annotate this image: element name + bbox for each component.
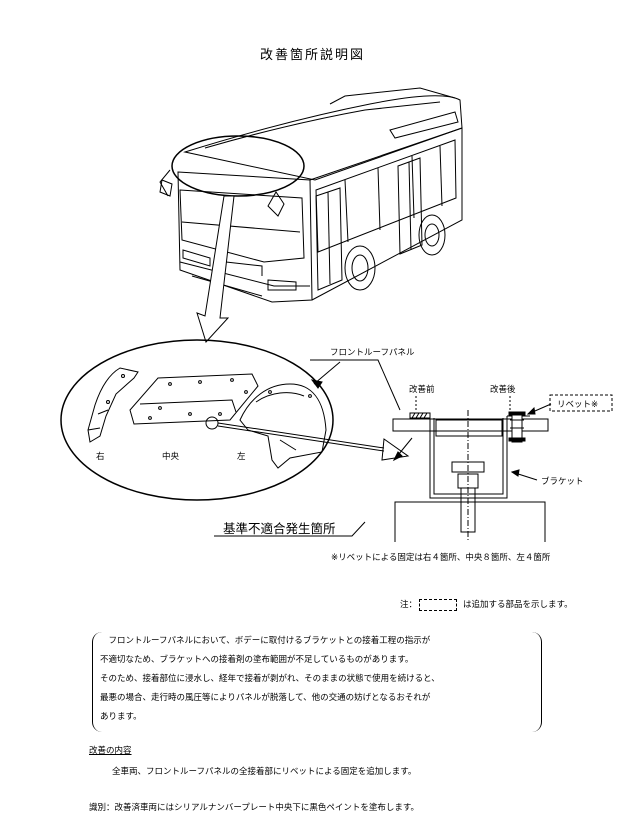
legend-note: 注： は追加する部品を示します。: [400, 598, 573, 611]
center-label: 中央: [162, 452, 180, 462]
bracket-label: ブラケット: [541, 477, 584, 487]
front-roof-panel-label: フロントルーフパネル: [330, 348, 415, 358]
description-line: あります。: [100, 712, 142, 722]
rivet-label: リベット※: [557, 400, 599, 410]
after-label: 改善後: [490, 385, 516, 395]
legend-suffix: は追加する部品を示します。: [463, 600, 573, 610]
panel-leader-line: [310, 359, 401, 411]
right-label: 右: [96, 452, 105, 462]
pointer-arrow: [196, 195, 235, 343]
description-line: 不適切なため、ブラケットへの接着剤の塗布範囲が不足しているものがあります。: [100, 655, 414, 665]
nonconformity-leader-line: [214, 521, 366, 537]
description-line: そのため、接着部位に浸水し、経年で接着が剥がれ、そのままの状態で使用を続けると、: [100, 674, 440, 684]
description-box: フロントルーフパネルにおいて、ボデーに取付けるブラケットとの接着工程の指示が 不…: [92, 632, 542, 732]
left-label: 左: [237, 452, 246, 462]
cross-section: [392, 396, 552, 542]
rivet-note: ※リベットによる固定は右４箇所、中央８箇所、左４箇所: [331, 553, 551, 563]
improvement-heading: 改善の内容: [89, 746, 132, 756]
before-label: 改善前: [409, 385, 435, 395]
left-bracket: [92, 632, 103, 732]
nonconformity-callout: 基準不適合発生箇所: [223, 521, 336, 536]
left-roof-piece: [239, 383, 327, 469]
page-title: 改善箇所説明図: [259, 48, 365, 63]
highlight-ellipse: [171, 135, 305, 197]
right-bracket: [531, 632, 542, 732]
detail-ellipse: [60, 339, 334, 501]
improvement-body: 全車両、フロントルーフパネルの全接着部にリベットによる固定を追加します。: [112, 767, 417, 777]
rivet-label-box: [549, 394, 613, 412]
identification-note: 識別：改善済車両にはシリアルナンバープレート中央下に黒色ペイントを塗布します。: [89, 803, 420, 813]
bus-illustration: [159, 87, 463, 303]
center-roof-piece: [129, 373, 259, 425]
right-roof-piece: [87, 367, 139, 443]
legend-prefix: 注：: [400, 600, 418, 610]
attachment-point-circle: [205, 416, 219, 430]
legend-dashed-box: [419, 598, 458, 611]
description-line: 最悪の場合、走行時の風圧等によりパネルが脱落して、他の交通の妨げとなるおそれが: [100, 693, 431, 703]
description-line: フロントルーフパネルにおいて、ボデーに取付けるブラケットとの接着工程の指示が: [100, 636, 431, 646]
panel-leader-line-2: [313, 361, 341, 385]
